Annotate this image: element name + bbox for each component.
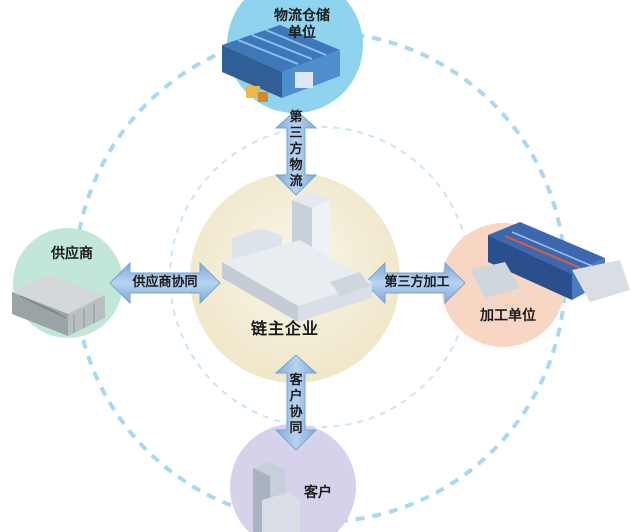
warehouse-label-line1: 物流仓储 — [274, 8, 330, 24]
right-link-arrow — [364, 261, 466, 305]
core-buildings-illustration — [222, 192, 372, 322]
bottom-link-char: 户 — [289, 389, 303, 404]
top-link-char: 流 — [289, 174, 303, 189]
bottom-link-label: 客 户 协 同 — [288, 373, 304, 437]
bottom-link-char: 客 — [289, 373, 303, 388]
bottom-link-arrow — [274, 354, 318, 451]
core-label: 链主企业 — [250, 319, 319, 338]
left-link-arrow — [109, 261, 221, 305]
warehouse-illustration — [222, 25, 340, 102]
top-link-label: 第 三 方 物 流 — [288, 110, 304, 190]
top-link-char: 三 — [289, 126, 303, 141]
left-link-label: 供应商协同 — [132, 275, 198, 290]
customer-label: 客户 — [304, 485, 332, 501]
top-link-arrow — [274, 109, 318, 196]
bottom-link-char: 同 — [289, 421, 303, 436]
top-link-char: 第 — [289, 110, 303, 125]
right-link-label: 第三方加工 — [384, 275, 450, 290]
top-link-char: 物 — [289, 158, 303, 173]
supplier-illustration — [12, 275, 105, 336]
supplier-label: 供应商 — [51, 246, 93, 262]
processing-label: 加工单位 — [480, 308, 536, 324]
warehouse-label-line2: 单位 — [288, 25, 316, 41]
top-link-char: 方 — [289, 142, 303, 157]
customer-building-illustration — [253, 462, 300, 532]
processing-machine-illustration — [470, 222, 630, 302]
warehouse-label: 物流仓储 单位 — [262, 8, 342, 42]
bottom-link-char: 协 — [289, 405, 303, 420]
